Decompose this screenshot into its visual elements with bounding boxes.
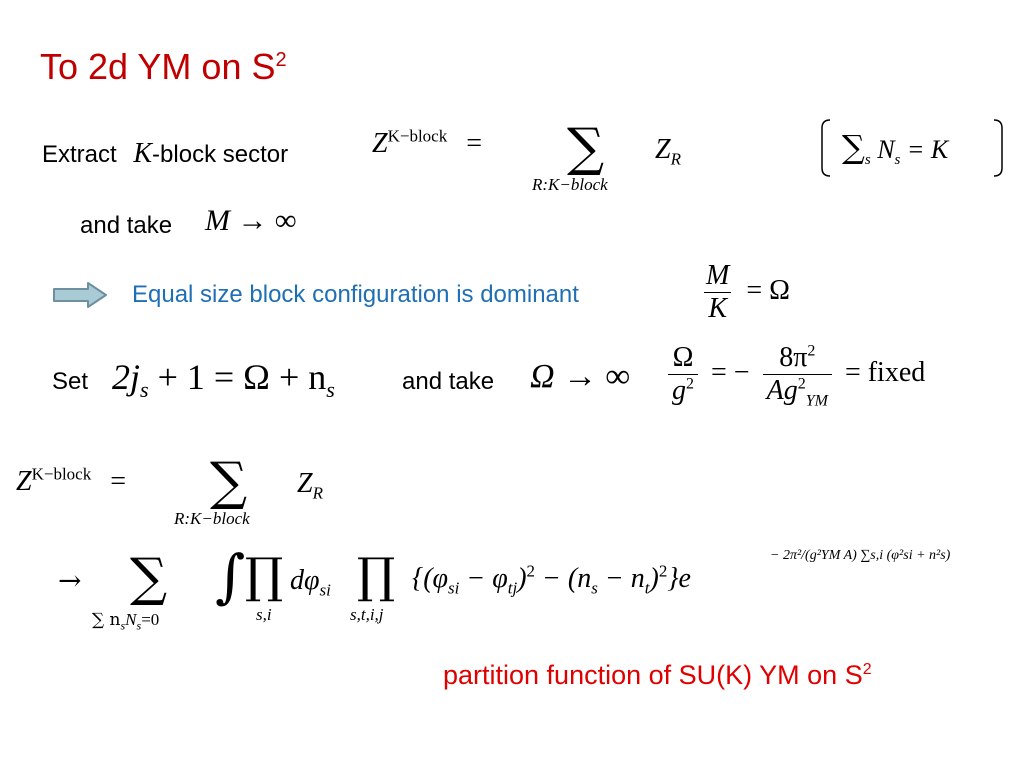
b3: ) [517,563,527,594]
zr-symbol: Z [655,134,671,165]
z-kblock-equation-top: ZK−block = [372,128,494,160]
g-den-sup: 2 [686,375,694,393]
b1s: si [448,578,460,598]
eq-fixed: = fixed [844,356,926,388]
ns-sub: s [120,618,126,633]
dphi: dφ [290,565,320,596]
coupling-relation: Ω g2 = − 8π2 Ag2YM = fixed [668,342,926,410]
and-take-label-2: and take [402,368,495,395]
constraint-bracket [820,118,1004,178]
sum-sub-top: R:K−block [532,175,608,194]
dphi-sub: si [319,580,331,600]
bracket-svg [821,119,1003,177]
g-den: g [672,375,686,406]
b3s: 2 [526,561,536,581]
partition-function-caption: partition function of SU(K) YM on S2 [443,660,872,691]
sum-symbol-bottom: ∑ [210,452,248,512]
zr-top: ZR [655,134,681,169]
product-sub-1: s,i [256,605,272,624]
exponent-expression: − 2π²/(g²YM A) ∑s,i (φ²si + n²s) [770,548,951,563]
set-js-sub: s [140,377,149,403]
set-rest: + 1 = Ω + n [148,357,327,397]
b5: − n [597,563,645,594]
sum-symbol-top: ∑ [567,118,605,178]
z5-symbol: Z [16,466,32,497]
constraint-expr: ∑s Ns = K [842,128,949,169]
b5s: t [644,578,650,598]
dominant-text: Equal size block configuration is domina… [132,281,579,308]
omega-limit: Ω → ∞ [530,358,630,395]
m-limit: M → ∞ [205,204,297,237]
m-over-k: M K = Ω [702,260,790,325]
extract-label: Extract K-block sector [42,138,288,170]
sum-sub-row6: ∑ nsNs=0 [92,610,160,633]
set-expression: 2js + 1 = Ω + ns [112,356,335,401]
zr5-sub: R [312,483,323,503]
slide-title: To 2d YM on S2 [40,46,287,88]
b2: − φ [459,563,508,594]
sum-symbol-row6: ∑ [130,548,168,608]
and-take-label-1: and take [80,212,173,239]
k-symbol: K [133,138,153,169]
ag-sub-ym: YM [805,392,828,410]
double-arrow-icon [52,282,108,313]
caption-text: partition function of SU(K) YM on S [443,660,863,690]
constraint-sum: ∑ [842,128,865,166]
mk-den: K [704,292,731,325]
zr5-symbol: Z [297,468,313,499]
b4s: s [591,578,598,598]
ag-den: Ag [766,375,798,406]
mk-fraction: M K [702,260,733,325]
zr-bottom: ZR [297,468,323,503]
eight-pi: 8π [779,342,808,373]
equals5: = [110,466,127,497]
omega-over-g2: Ω g2 [668,342,698,407]
constraint-sub: s [864,152,871,169]
z-sup: K−block [387,126,448,146]
bigN-sub: s [136,618,142,633]
omega-num: Ω [672,342,694,373]
b4: − (n [535,563,592,594]
constraint-rhs: = K [906,135,949,164]
bigN: N [125,610,137,629]
arrow-to: → [58,564,82,597]
b6s: 2 [658,561,668,581]
vandermonde-expression: {(φsi − φtj)2 − (ns − nt)2}e [412,561,691,598]
set-label: Set [52,368,89,395]
constraint-n: N [877,135,895,164]
product-symbol-2: ∏ [357,548,396,604]
b6: ) [649,563,659,594]
product-symbol-1: ∏ [245,548,284,604]
z-kblock-equation-bottom: ZK−block = [16,466,138,498]
sum-sub-bottom: R:K−block [174,509,250,528]
set-ns-sub: s [326,377,335,403]
constraint-n-sub: s [894,152,901,169]
b2s: tj [507,578,518,598]
mk-num: M [706,260,730,291]
slide-title-text: To 2d YM on S [40,46,276,87]
nsns-sum: ∑ n [92,610,121,630]
zr-sub: R [670,149,681,169]
slide-title-sup: 2 [275,49,287,71]
b7: }e [667,563,691,594]
block-sector-text: -block sector [152,141,289,168]
eq-minus: = − [711,356,750,388]
product-sub-2: s,t,i,j [350,605,384,624]
z5-sup: K−block [31,464,92,484]
ag-sup: 2 [797,375,806,393]
equals-sign: = [466,128,483,159]
eight-pi-sup: 2 [807,342,816,360]
extract-text: Extract [42,141,117,168]
b1: {(φ [412,563,449,594]
set-2j: 2j [112,357,141,397]
integral-symbol: ∫ [215,542,246,610]
dphi-si: dφsi [290,565,331,600]
z-symbol: Z [372,128,388,159]
eight-pi-fraction: 8π2 Ag2YM [762,342,832,410]
eq-zero: =0 [141,610,160,629]
omega-rhs: = Ω [746,274,790,306]
caption-sup: 2 [862,661,872,678]
